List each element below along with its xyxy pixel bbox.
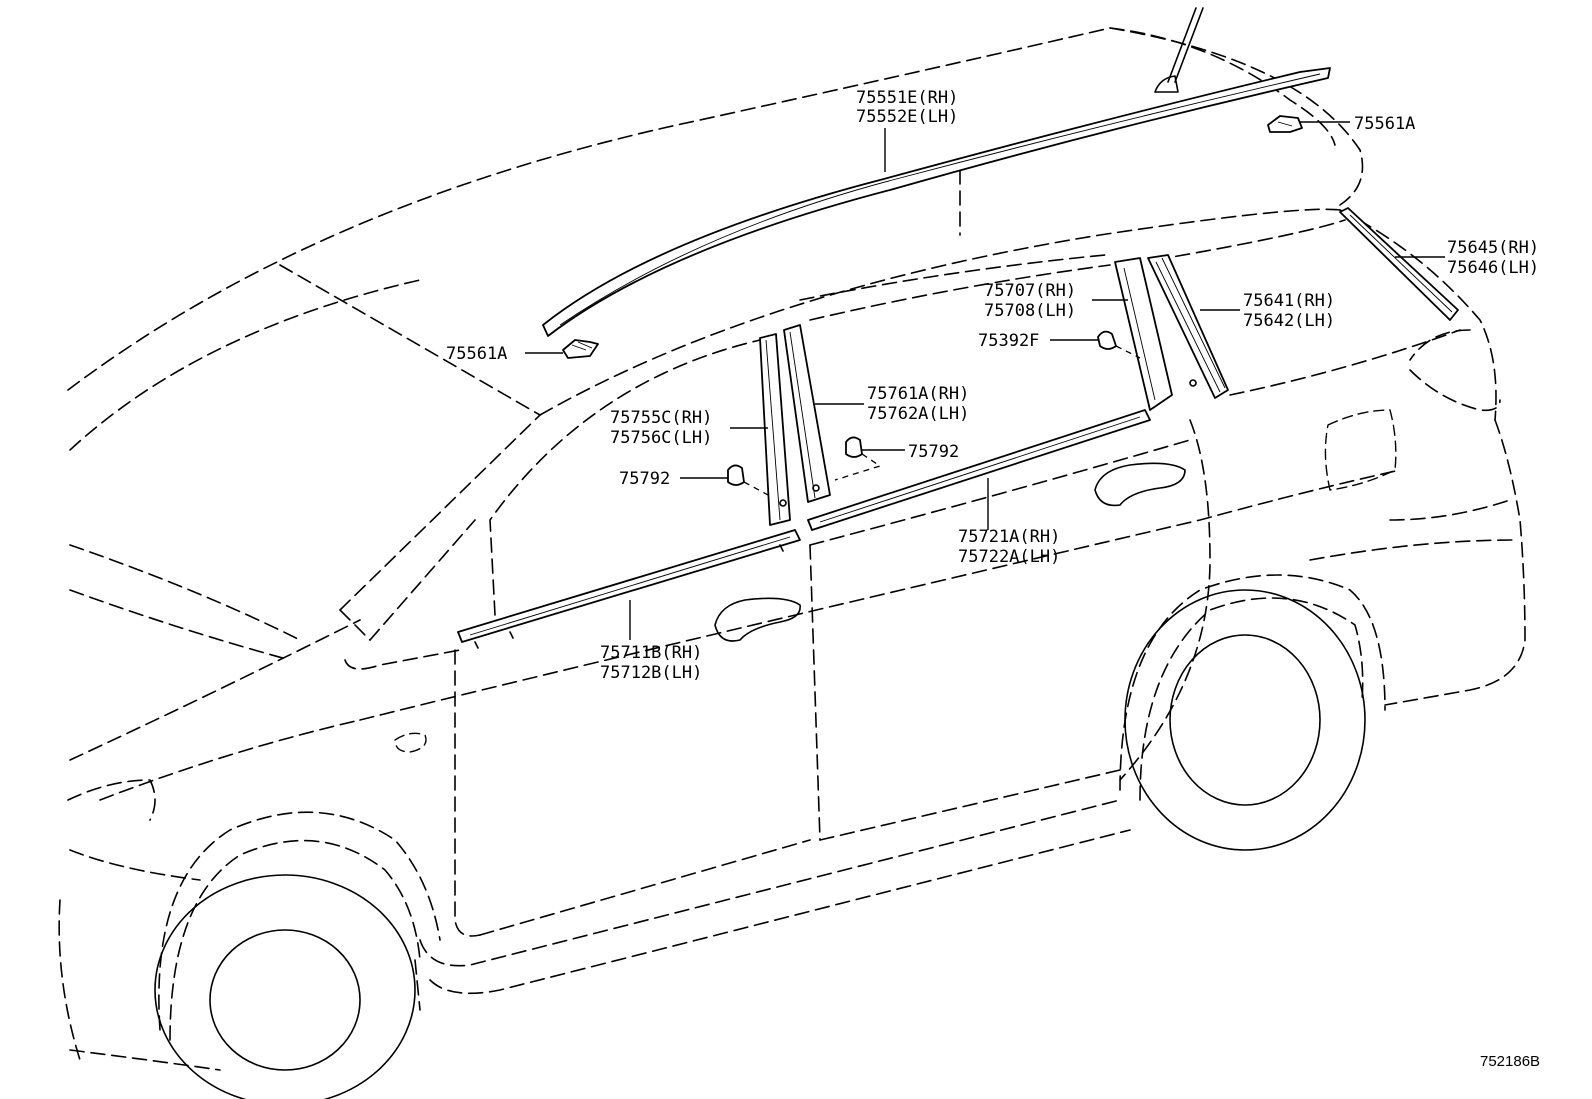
- label-rear-door-pillar-front-lh: 75762A(LH): [867, 404, 969, 424]
- label-clip-rear: 75561A: [1354, 114, 1415, 134]
- rear-door-front-pillar-part: [783, 324, 831, 503]
- quarter-window-trim-part: [1339, 207, 1459, 321]
- label-quarter-trim-lh: 75646(LH): [1447, 258, 1539, 278]
- label-rear-door-belt-lh: 75722A(LH): [958, 547, 1060, 567]
- label-rear-door-pillar-front-rh: 75761A(RH): [867, 384, 969, 404]
- label-front-door-belt-lh: 75712B(LH): [600, 663, 702, 683]
- label-quarter-trim-rh: 75645(RH): [1447, 238, 1539, 258]
- roof-rail-part: [542, 67, 1331, 337]
- figure-number: 752186B: [1480, 1053, 1540, 1070]
- label-clip-front: 75561A: [446, 344, 507, 364]
- clip-75792-center: [834, 436, 882, 481]
- label-rear-door-pillar-rear-rh: 75707(RH): [984, 281, 1076, 301]
- rear-door-rear-pillar-part: [1114, 257, 1173, 411]
- car-body-outline: [58, 7, 1526, 1099]
- roof-clip-rear: [1267, 115, 1303, 133]
- label-clip-rear-pillar: 75392F: [978, 331, 1039, 351]
- leader-lines: [525, 121, 1445, 640]
- label-roof-rack-lh: 75552E(LH): [856, 107, 958, 127]
- front-door-pillar-part: [759, 333, 791, 526]
- label-roof-rack-rh: 75551E(RH): [856, 88, 958, 108]
- label-quarter-pillar-lh: 75642(LH): [1243, 311, 1335, 331]
- roof-clip-front: [562, 339, 599, 359]
- quarter-pillar-part: [1147, 254, 1229, 399]
- label-front-door-belt-rh: 75711B(RH): [600, 643, 702, 663]
- label-quarter-pillar-rh: 75641(RH): [1243, 291, 1335, 311]
- front-door-belt-moulding-part: [457, 529, 801, 649]
- clip-75392f: [1097, 330, 1141, 359]
- rear-door-belt-moulding-part: [807, 409, 1151, 531]
- label-rear-door-belt-rh: 75721A(RH): [958, 527, 1060, 547]
- label-clip-front-pillar: 75792: [619, 469, 670, 489]
- label-clip-center-pillar: 75792: [908, 442, 959, 462]
- label-front-door-pillar-rh: 75755C(RH): [610, 408, 712, 428]
- label-rear-door-pillar-rear-lh: 75708(LH): [984, 301, 1076, 321]
- clip-75792-front: [727, 464, 771, 497]
- label-front-door-pillar-lh: 75756C(LH): [610, 428, 712, 448]
